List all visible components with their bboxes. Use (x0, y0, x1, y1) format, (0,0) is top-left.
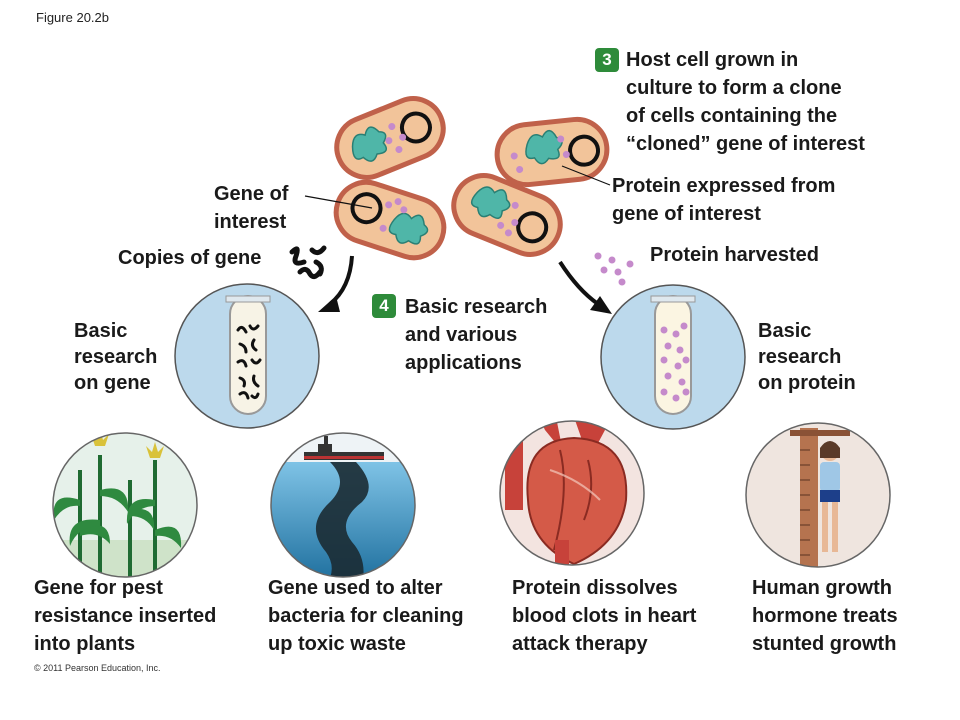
gene-of-interest-label: Gene of interest (214, 180, 288, 236)
bacterium-cell-3 (451, 173, 563, 257)
copyright-notice: © 2011 Pearson Education, Inc. (34, 663, 161, 673)
gene-of-interest-line: interest (214, 211, 287, 233)
arrow-to-gene-research (318, 255, 354, 312)
application-caption-pest-resistance: Gene for pest resistance inserted into p… (34, 574, 216, 658)
caption-line: Human growth (752, 577, 892, 599)
basic-research-protein-line: research (758, 346, 842, 368)
application-caption-growth-hormone: Human growth hormone treats stunted grow… (752, 574, 898, 658)
application-caption-blood-clots: Protein dissolves blood clots in heart a… (512, 574, 696, 658)
caption-line: blood clots in heart (512, 605, 697, 627)
gene-leader-line (304, 195, 373, 209)
caption-line: Gene used to alter (268, 577, 443, 599)
heart-image (499, 420, 645, 566)
protein-harvested-label: Protein harvested (650, 244, 819, 266)
figure-label: Figure 20.2b (36, 10, 109, 25)
caption-line: Gene for pest (34, 577, 163, 599)
step-3-line: culture to form a clone (626, 77, 842, 99)
protein-research-circle (600, 284, 746, 430)
step-4-badge: 4 (372, 294, 396, 318)
protein-expressed-label: Protein expressed from gene of interest (612, 172, 835, 228)
child-height-image (745, 422, 891, 568)
gene-research-circle (174, 283, 320, 429)
basic-research-protein-line: Basic (758, 320, 812, 342)
step-4-description: Basic research and various applications (405, 293, 547, 377)
application-caption-toxic-waste: Gene used to alter bacteria for cleaning… (268, 574, 464, 658)
protein-expressed-line: Protein expressed from (612, 175, 836, 197)
caption-line: attack therapy (512, 633, 648, 655)
step-3-line: “cloned” gene of interest (626, 133, 865, 155)
caption-line: into plants (34, 633, 136, 655)
caption-line: resistance inserted (34, 605, 217, 627)
protein-leader-line (561, 165, 611, 186)
oil-spill-image (270, 432, 416, 578)
caption-line: hormone treats (752, 605, 898, 627)
basic-research-gene-line: research (74, 346, 158, 368)
basic-research-protein-label: Basic research on protein (758, 318, 856, 396)
protein-expressed-line: gene of interest (612, 203, 761, 225)
step-4-line: applications (405, 352, 522, 374)
basic-research-gene-line: Basic (74, 320, 128, 342)
caption-line: bacteria for cleaning (268, 605, 464, 627)
bacterium-cell-4 (494, 116, 610, 188)
bacterium-cell-2 (333, 179, 447, 261)
basic-research-gene-line: on gene (74, 372, 151, 394)
caption-line: Protein dissolves (512, 577, 678, 599)
gene-of-interest-line: Gene of (214, 183, 289, 205)
step-3-badge: 3 (595, 48, 619, 72)
caption-line: up toxic waste (268, 633, 406, 655)
copies-of-gene-label: Copies of gene (118, 247, 262, 269)
gene-copies-icon (289, 245, 327, 280)
caption-line: stunted growth (752, 633, 897, 655)
basic-research-protein-line: on protein (758, 372, 856, 394)
step-4-line: Basic research (405, 296, 548, 318)
step-3-description: Host cell grown in culture to form a clo… (626, 46, 865, 158)
step-3-line: Host cell grown in (626, 49, 799, 71)
basic-research-gene-label: Basic research on gene (74, 318, 157, 396)
corn-plants-image (52, 432, 198, 578)
harvested-protein-dots (594, 252, 634, 286)
arrow-to-protein-research (558, 260, 612, 314)
step-4-line: and various (405, 324, 518, 346)
bacterium-cell-1 (334, 96, 446, 180)
step-3-line: of cells containing the (626, 105, 838, 127)
